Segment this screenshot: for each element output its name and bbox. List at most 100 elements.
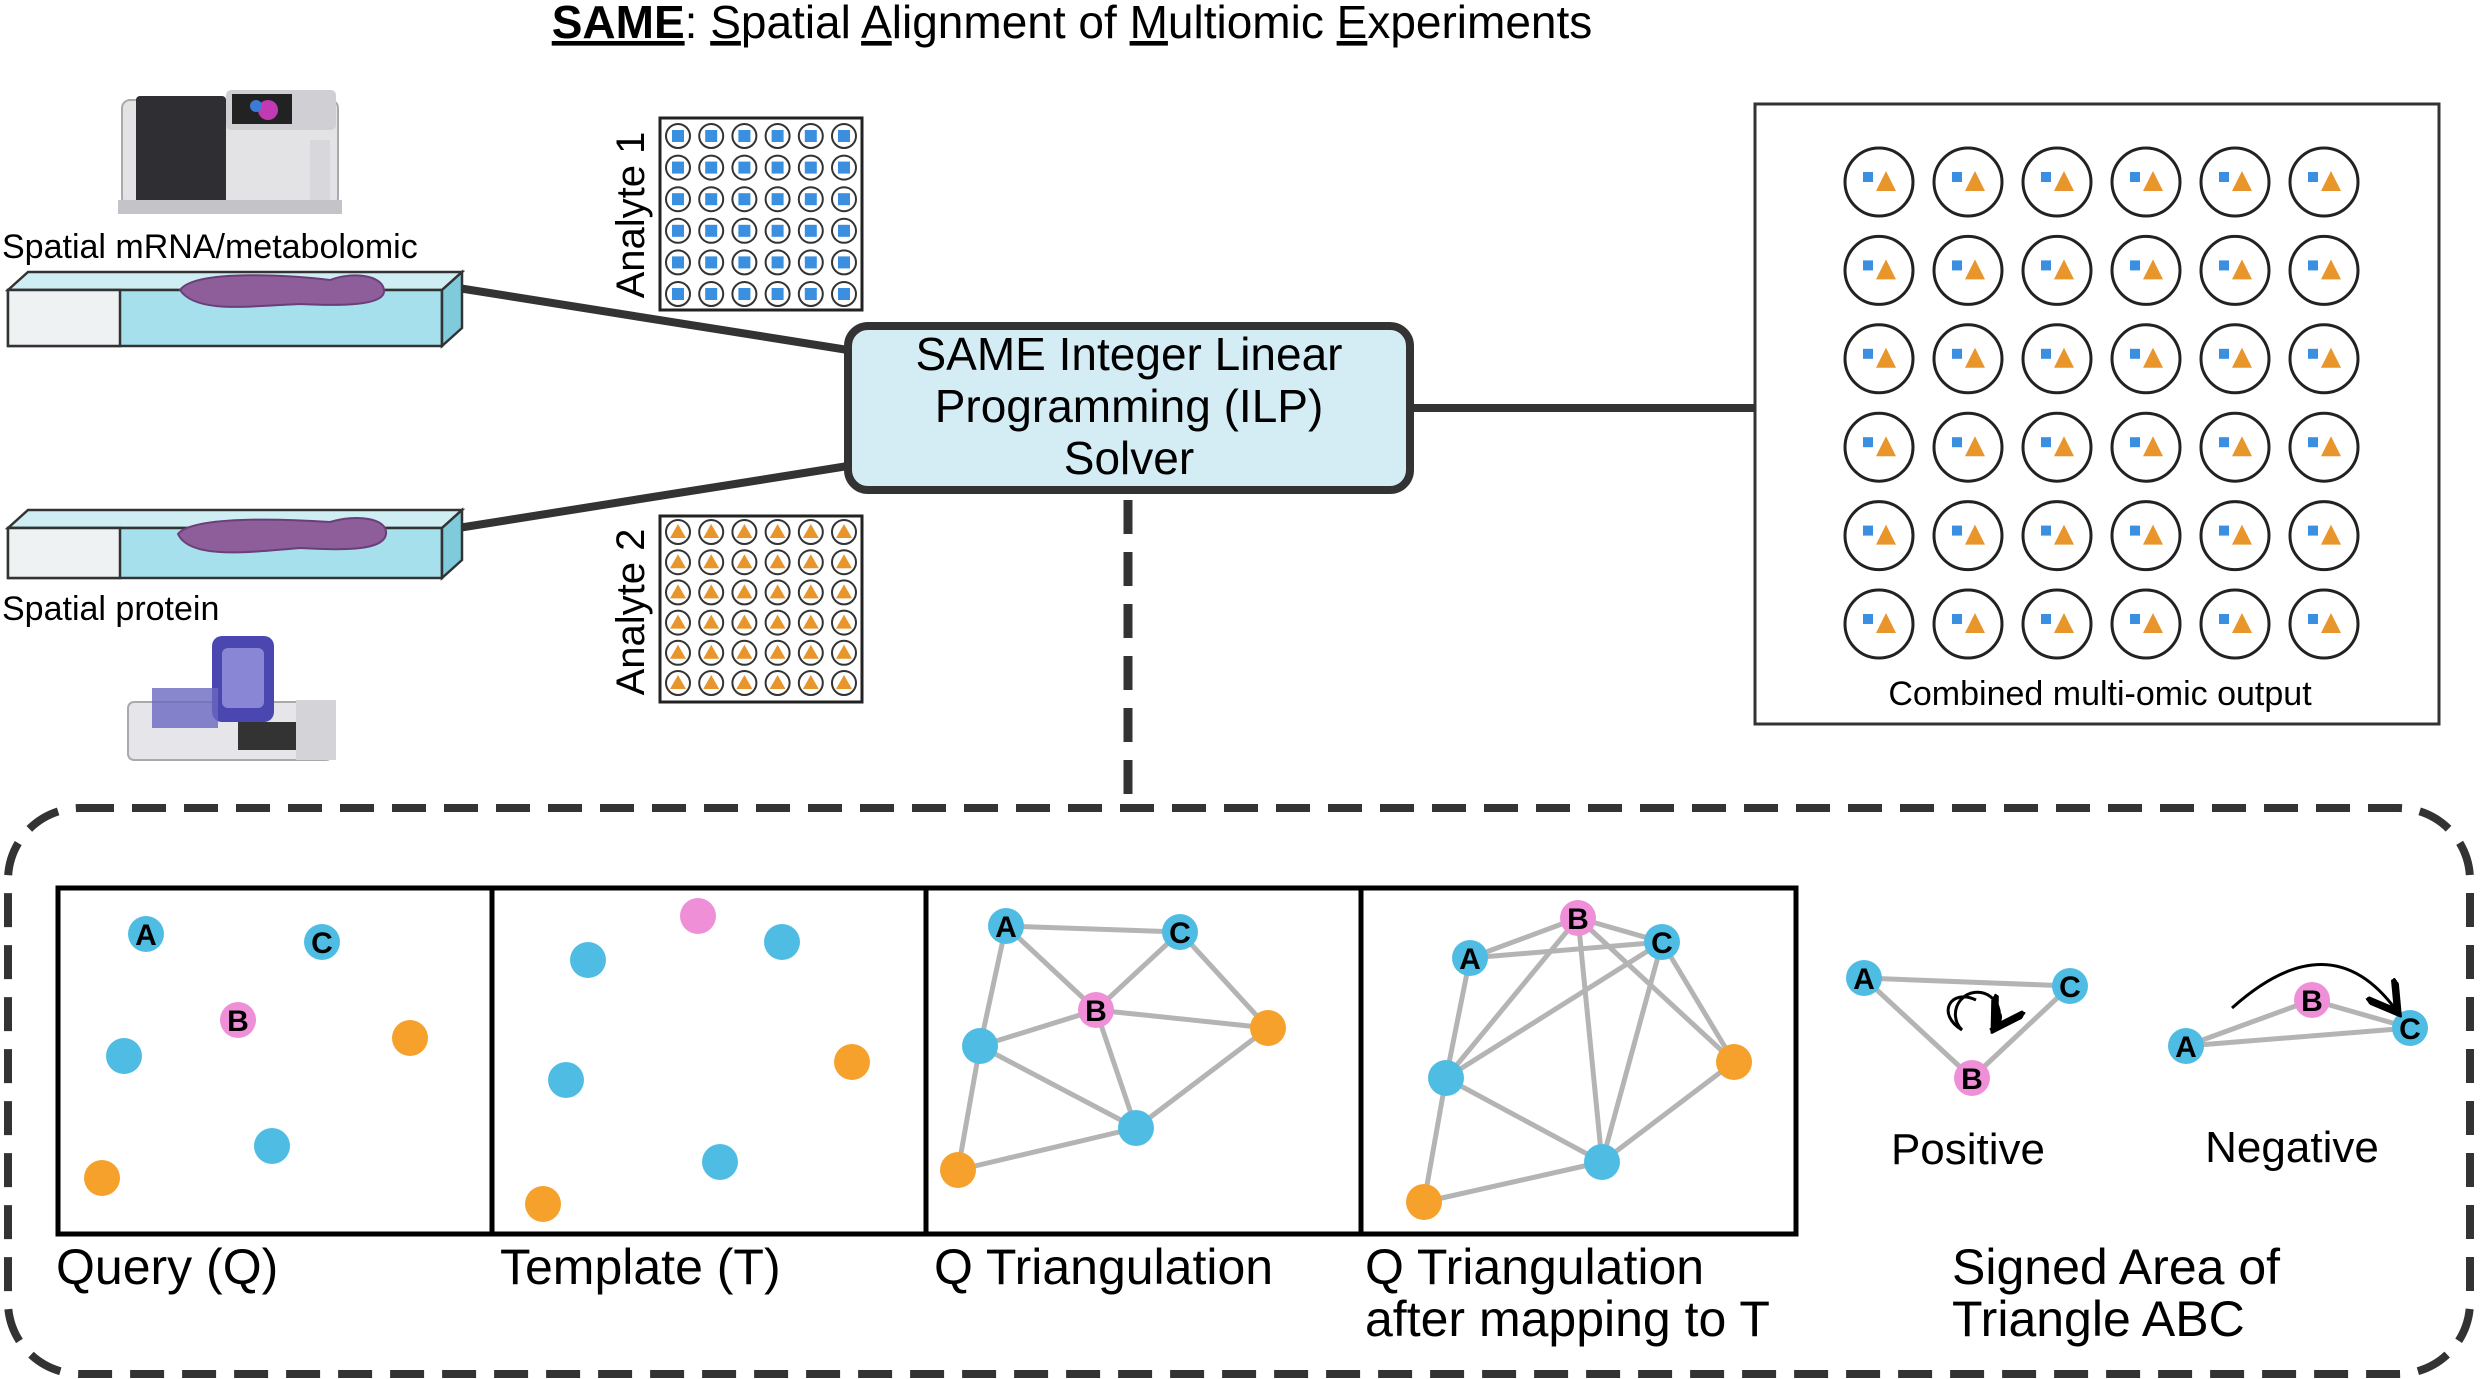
node-label: C: [1169, 917, 1191, 950]
analyte1-marker: [2308, 614, 2318, 624]
analyte1-marker: [2041, 260, 2051, 271]
analyte1-marker: [738, 130, 751, 142]
analyte2-marker: [802, 584, 819, 599]
graph-edge: [1093, 1009, 1139, 1129]
analyte1-marker: [838, 288, 850, 300]
node-label: A: [1459, 943, 1481, 976]
analyte2-marker: [2321, 259, 2341, 280]
analyte2-marker: [670, 524, 686, 538]
analyte2-marker: [836, 644, 852, 659]
output-label: Combined multi-omic output: [1888, 675, 2312, 713]
combined-spot: [2288, 411, 2360, 483]
pink-node: [680, 898, 716, 934]
combined-spot: [1932, 323, 2004, 395]
analyte2-marker: [836, 524, 852, 538]
analyte1-marker: [705, 161, 718, 174]
analyte2-marker: [2054, 436, 2074, 457]
analyte2-marker: [2232, 347, 2252, 368]
analyte1-marker: [838, 193, 850, 206]
combined-spot: [1932, 411, 2004, 483]
analyte2-marker: [802, 554, 819, 569]
graph-edge: [979, 1007, 1097, 1049]
analyte2-marker: [1876, 171, 1896, 191]
analyte1-marker: [771, 130, 784, 142]
analyte1-marker: [1952, 525, 1962, 536]
analyte1-marker: [705, 193, 718, 206]
ilp-solver-box: [844, 322, 1414, 494]
analyte1-marker: [2041, 525, 2051, 536]
analyte2-marker: [2143, 259, 2163, 280]
analyte1-marker: [2041, 614, 2051, 624]
combined-spot: [2110, 500, 2182, 572]
protein-label: Spatial protein: [2, 590, 219, 628]
analyte1-marker: [1952, 614, 1962, 624]
pink-node: [2294, 982, 2330, 1018]
blue-node: [2168, 1028, 2204, 1064]
analyte2-marker: [2232, 171, 2252, 191]
analyte1-marker: [672, 193, 684, 206]
analyte2-marker: [2232, 259, 2252, 280]
graph-edge: [1469, 939, 1663, 961]
combined-spot: [2288, 234, 2360, 306]
analyte1-marker: [2219, 437, 2229, 448]
blue-node: [1118, 1110, 1154, 1146]
analyte2-marker: [769, 614, 786, 629]
graph-edge: [1178, 930, 1270, 1030]
analyte1-marker: [1863, 525, 1873, 536]
combined-spot: [2199, 146, 2271, 218]
combined-spot: [1932, 588, 2004, 660]
analyte1-marker: [2219, 260, 2229, 271]
combined-spot: [1843, 411, 1915, 483]
analyte1-marker: [838, 224, 850, 237]
triangulation-label: Q Triangulation: [934, 1239, 1273, 1295]
node-label: C: [1651, 927, 1673, 960]
blue-node: [2392, 1010, 2428, 1046]
analyte1-marker: [2219, 614, 2229, 624]
analyte2-marker: [736, 614, 753, 629]
combined-spot: [2110, 588, 2182, 660]
blue-node: [1428, 1060, 1464, 1096]
analyte2-marker: [2232, 613, 2252, 633]
analyte1-marker: [2130, 614, 2140, 624]
analyte1-marker: [2219, 172, 2229, 182]
combined-spot: [2021, 234, 2093, 306]
analyte2-marker: [1876, 347, 1896, 368]
analyte2-grid: [665, 519, 857, 696]
combined-spot: [2021, 146, 2093, 218]
analyte1-marker: [804, 256, 817, 269]
combined-spot: [2021, 588, 2093, 660]
analyte1-marker: [2041, 348, 2051, 359]
combined-spot: [2021, 411, 2093, 483]
solver-line3: Solver: [1064, 432, 1194, 484]
analyte2-marker: [1965, 524, 1985, 545]
graph-edge: [1094, 930, 1182, 1012]
blue-node: [1584, 1144, 1620, 1180]
title-word: xperiments: [1367, 0, 1592, 48]
analyte1-marker: [804, 193, 817, 206]
title-word: ultiomic: [1168, 0, 1337, 48]
blue-node: [106, 1038, 142, 1074]
analyte1-marker: [672, 161, 684, 174]
analyte1-marker: [672, 256, 684, 269]
title-word: patial: [741, 0, 861, 48]
blue-node: [1644, 924, 1680, 960]
analyte2-marker: [736, 675, 753, 689]
graph-edge: [1004, 924, 1098, 1012]
combined-spot: [2110, 323, 2182, 395]
analyte1-marker: [705, 288, 718, 300]
analyte1-marker: [2308, 348, 2318, 359]
analyte1-marker: [804, 161, 817, 174]
analyte1-marker: [2308, 525, 2318, 536]
analyte2-marker: [1965, 347, 1985, 368]
analyte1-marker: [672, 130, 684, 142]
graph-edge: [1576, 916, 1736, 1064]
analyte2-marker: [670, 614, 686, 629]
blue-node: [1162, 914, 1198, 950]
combined-spot: [2288, 146, 2360, 218]
graph-edge: [1469, 915, 1579, 961]
node-label: B: [1567, 903, 1589, 936]
combined-spot: [2288, 500, 2360, 572]
combined-spot: [2199, 323, 2271, 395]
